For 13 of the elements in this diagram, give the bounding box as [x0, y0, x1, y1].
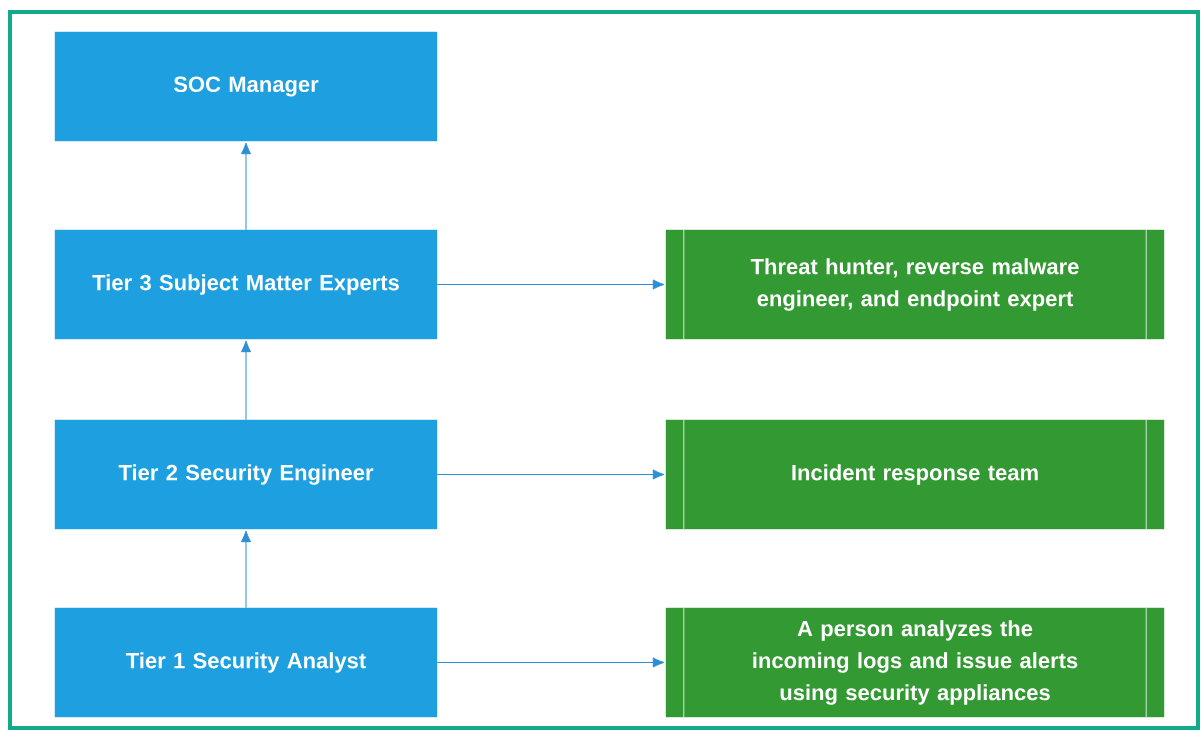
arrow	[240, 530, 252, 609]
process-box: A person analyzes the incoming logs and issue alerts using security appliances	[665, 607, 1165, 718]
process-box: Threat hunter, reverse malware engineer, and endpoint expert	[665, 229, 1165, 340]
process-box: Incident response team	[665, 419, 1165, 530]
arrow	[436, 657, 665, 668]
role-box: Tier 3 Subject Matter Experts	[54, 229, 438, 340]
role-box: Tier 2 Security Engineer	[54, 419, 438, 530]
arrow	[436, 279, 665, 290]
arrow	[436, 469, 665, 480]
role-box: Tier 1 Security Analyst	[54, 607, 438, 718]
arrow	[240, 142, 252, 231]
arrow	[240, 340, 252, 421]
role-box: SOC Manager	[54, 31, 438, 142]
